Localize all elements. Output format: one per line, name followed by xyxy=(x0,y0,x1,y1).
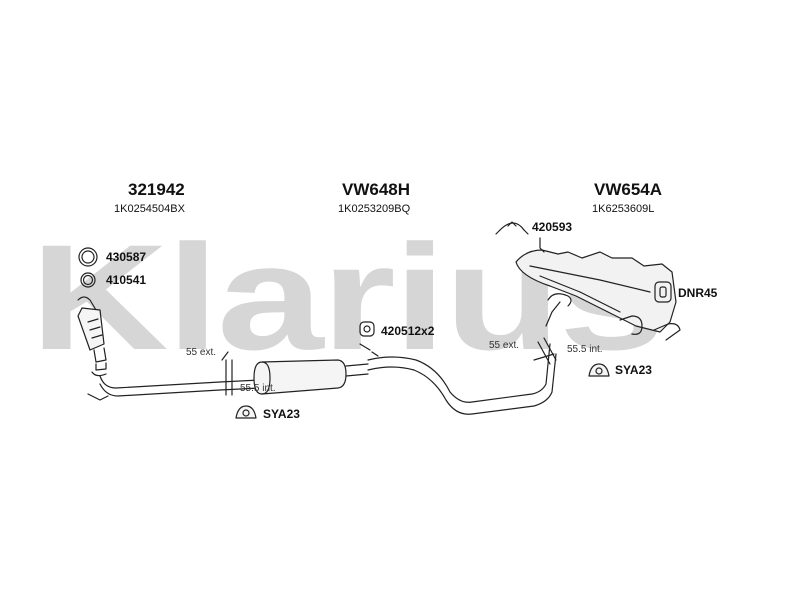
clip-left-part-label: SYA23 xyxy=(263,407,300,421)
clamp-part-label: 420512x2 xyxy=(381,324,435,338)
clip-icon-left xyxy=(235,405,257,419)
front-pipe xyxy=(87,375,261,401)
part-number-rear-silencer: VW654A xyxy=(594,180,663,199)
right-joint-markers xyxy=(533,337,557,365)
gasket-part-label: 430587 xyxy=(106,250,147,264)
pipe-clamp-icon xyxy=(359,321,375,337)
intermediate-pipe xyxy=(359,343,557,415)
middle-silencer xyxy=(253,359,369,395)
brand-watermark: Klarius xyxy=(30,213,666,381)
rubber-mount-icon xyxy=(654,281,672,303)
clip-right-part-label: SYA23 xyxy=(615,363,652,377)
left-int-dimension: 55.5 int. xyxy=(240,383,276,394)
left-ext-dimension: 55 ext. xyxy=(186,347,217,358)
ring-part-label: 410541 xyxy=(106,273,147,287)
small-ring-icon xyxy=(80,272,96,288)
oem-number-rear-silencer: 1K6253609L xyxy=(592,203,655,215)
oem-number-catalyst: 1K0254504BX xyxy=(114,203,185,215)
oem-number-middle-silencer: 1K0253209BQ xyxy=(338,203,411,215)
catalytic-converter xyxy=(77,296,107,377)
right-int-dimension: 55.5 int. xyxy=(567,344,603,355)
part-number-middle-silencer: VW648H xyxy=(342,180,411,199)
right-ext-dimension: 55 ext. xyxy=(489,340,520,351)
part-number-catalyst: 321942 xyxy=(128,180,185,199)
hanger-bracket-icon xyxy=(495,221,545,253)
mount-part-label: DNR45 xyxy=(678,286,718,300)
bracket-part-label: 420593 xyxy=(532,220,573,234)
clip-icon-right xyxy=(588,363,610,377)
gasket-ring-icon xyxy=(78,247,98,267)
rear-silencer xyxy=(515,249,681,341)
left-joint-markers xyxy=(221,351,233,396)
